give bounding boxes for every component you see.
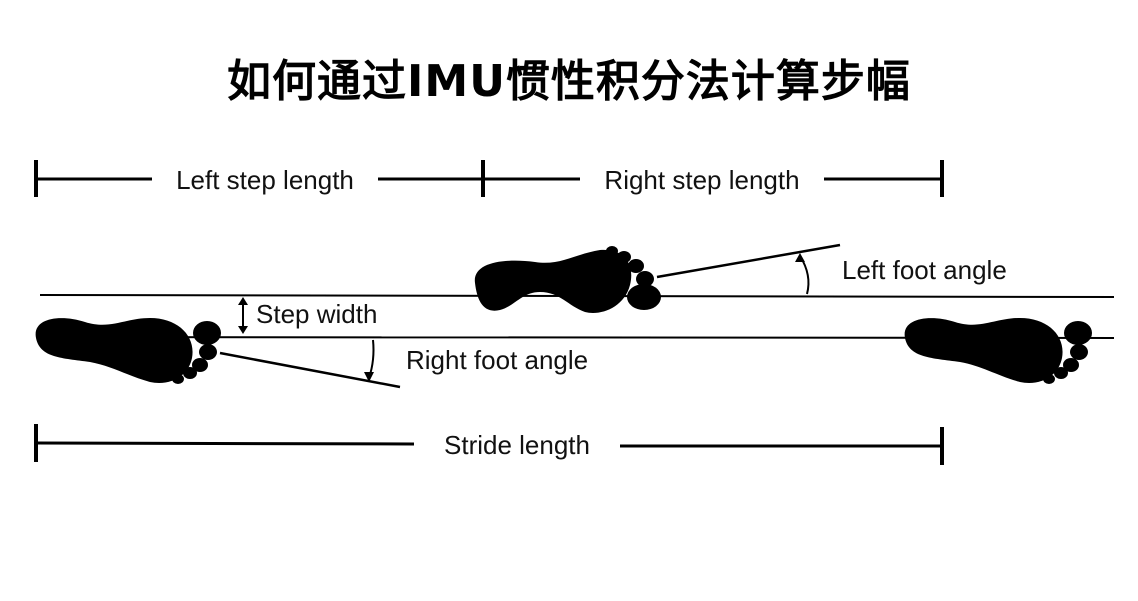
right-step-length-label: Right step length (604, 165, 799, 195)
step-length-dimension: Left step length Right step length (34, 160, 944, 197)
step-width-marker: Step width (238, 297, 377, 334)
right-footprint-2 (904, 318, 1092, 384)
left-foot-angle-label: Left foot angle (842, 255, 1007, 285)
step-width-label: Step width (256, 299, 377, 329)
left-step-length-label: Left step length (176, 165, 354, 195)
right-footprint-1 (35, 318, 221, 384)
left-foot-angle-marker: Left foot angle (656, 243, 1007, 295)
stride-length-label: Stride length (444, 430, 590, 460)
right-foot-angle-marker: Right foot angle (219, 339, 588, 389)
page-title: 如何通过IMU惯性积分法计算步幅 (227, 56, 911, 107)
right-foot-angle-label: Right foot angle (406, 345, 588, 375)
left-footprint (474, 246, 661, 313)
stride-line-a (35, 441, 415, 446)
stride-length-dimension: Stride length (34, 424, 944, 465)
